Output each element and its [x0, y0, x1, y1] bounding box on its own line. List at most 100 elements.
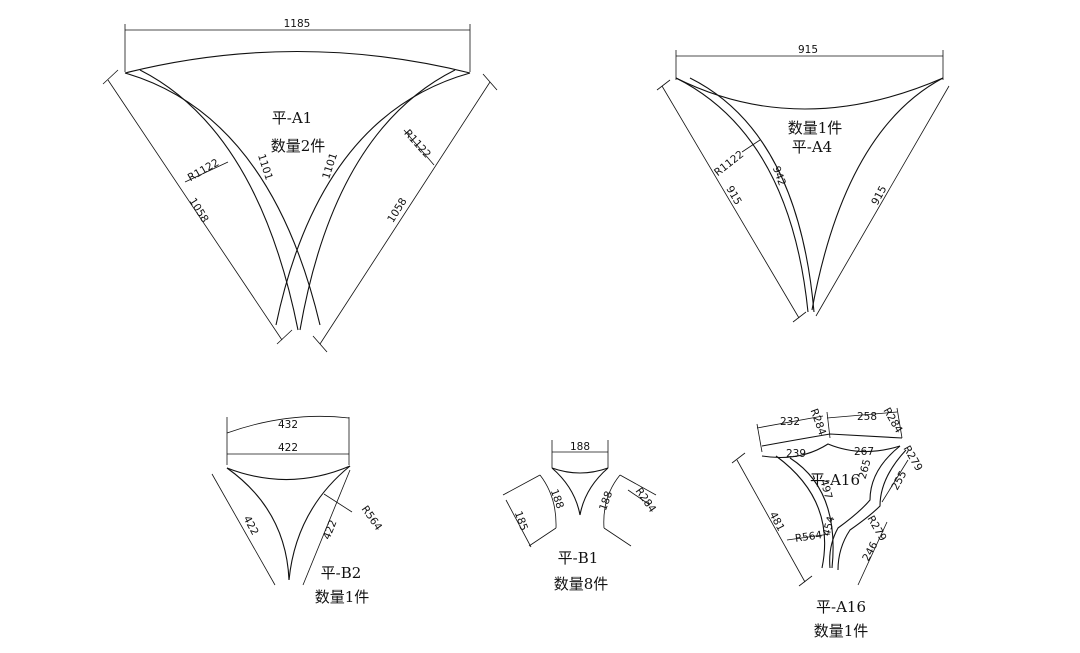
dim-a1-right-side: 1058 [385, 196, 409, 225]
outline-a16-right-arc-1 [829, 445, 901, 569]
part-b2-name: 平-B2 [321, 564, 362, 582]
outline-a16-left-arc-2 [775, 455, 826, 569]
dim-line-a4-left [661, 85, 800, 319]
part-a16-qty: 数量1件 [814, 622, 869, 640]
dim-b2-top-inner: 422 [278, 442, 298, 454]
leader-b1-radius [627, 489, 651, 506]
dim-ext-b1-left-bottom [528, 527, 557, 547]
dim-tick-a1-l1 [102, 69, 119, 85]
dim-a1-top: 1185 [284, 18, 311, 30]
dim-line-a16-481 [736, 459, 806, 583]
part-a16: 232 R284 258 R284 239 267 265 R279 255 4… [731, 406, 925, 640]
outline-a16-right-arc-2 [837, 449, 907, 571]
dim-line-b1-left [505, 499, 532, 548]
dim-a16-r284-a: R284 [808, 407, 829, 437]
dim-a16-258: 258 [857, 411, 877, 423]
dim-b1-right-inner: 188 [597, 490, 615, 513]
dim-b2-radius: R564 [359, 504, 385, 534]
outline-a16-top-outer [761, 433, 903, 447]
dim-ext-a16-1 [756, 423, 763, 453]
dim-b1-left-inner: 188 [548, 488, 566, 511]
dim-a16-497: 497 [818, 478, 835, 500]
dim-tick-a1-r2 [312, 335, 328, 353]
part-a1: 1185 R1122 1101 1101 R1122 1058 1058 平-A… [102, 18, 498, 353]
dim-a16-r284-b: R284 [881, 406, 905, 436]
dim-line-a1-left [107, 79, 283, 341]
dim-a16-454: 454 [821, 515, 838, 538]
dim-ext-b1-right-top [619, 474, 657, 496]
outline-a4-right [811, 77, 944, 311]
part-a4: 915 R1122 915 942 915 数量1件 平-A4 [656, 44, 950, 323]
dim-line-a16-258 [826, 411, 898, 419]
part-b1-qty: 数量8件 [554, 575, 609, 593]
dim-a16-481: 481 [767, 510, 787, 533]
dim-a16-267: 267 [854, 446, 874, 458]
dim-a4-right-side: 915 [869, 184, 889, 207]
dim-b2-top-outer: 432 [278, 419, 298, 431]
dim-a16-r564: R564 [794, 529, 823, 545]
part-a1-qty: 数量2件 [271, 137, 326, 155]
dim-a4-top: 915 [798, 44, 818, 56]
dim-arc-b1-left-inner [539, 474, 557, 529]
dim-b2-right-side: 422 [321, 518, 340, 541]
dim-a1-left-side: 1058 [186, 196, 210, 225]
outline-b1-right [579, 467, 609, 516]
dim-arc-b1-right-inner [603, 474, 621, 529]
leader-a4-radius [741, 139, 761, 153]
outline-b2-left [226, 467, 290, 581]
outline-a1-top [124, 51, 471, 74]
outline-a1-left-inner-1 [124, 72, 321, 326]
leader-b2-radius [323, 493, 353, 513]
outline-b1-top [551, 467, 609, 474]
outline-a16-top-inner [761, 443, 901, 459]
dim-a16-232: 232 [780, 416, 800, 428]
dim-a16-265: 265 [857, 458, 874, 480]
leader-a16-r564 [786, 533, 831, 541]
dim-a1-right-radius: R1122 [401, 127, 433, 160]
dim-tick-a4-l2 [792, 311, 807, 323]
dim-arc-b2-top-outer [226, 415, 350, 434]
outline-a4-top [675, 77, 944, 110]
dim-a16-r279: R279 [901, 444, 925, 474]
dim-line-b2-left [211, 473, 276, 586]
dim-a1-left-inner: 1101 [255, 153, 275, 182]
dim-line-a16-246 [857, 521, 888, 586]
dim-a4-inner: 942 [770, 165, 788, 188]
dim-tick-a16-481-a [731, 452, 746, 464]
dim-line-a16-232 [756, 415, 824, 429]
dim-b2-left-side: 422 [241, 514, 261, 537]
dim-a16-r279-b: R279 [865, 514, 889, 544]
part-a16-name: 平-A16 [816, 598, 866, 616]
dim-a1-left-radius: R1122 [186, 157, 221, 184]
part-b2: 432 422 422 422 R564 平-B2 数量1件 [211, 415, 385, 606]
dim-ext-b1-left-top [502, 474, 541, 496]
dim-ext-b1-right-bottom [603, 527, 632, 547]
outline-a4-left-1 [675, 77, 809, 313]
dim-b1-top: 188 [570, 441, 590, 453]
part-b2-qty: 数量1件 [315, 588, 370, 606]
dim-line-a4-right [815, 85, 950, 317]
dim-ext-a16-3 [896, 407, 903, 439]
dim-a1-right-inner: 1101 [320, 152, 340, 181]
dim-b1-left-side: 185 [512, 510, 530, 533]
outline-b2-top [226, 465, 351, 481]
dim-line-a1-right [319, 81, 491, 345]
outline-a16-left-arc-1 [789, 457, 834, 569]
part-a4-qty: 数量1件 [788, 119, 843, 137]
part-a1-name: 平-A1 [272, 109, 312, 127]
outline-a4-left-2 [689, 77, 815, 313]
dim-tick-a4-l1 [656, 79, 671, 91]
outline-a1-right-inner-1 [275, 72, 471, 326]
dim-tick-a1-l2 [276, 329, 293, 345]
dim-line-a16-255 [881, 459, 909, 503]
dim-tick-a16-481-b [798, 575, 813, 587]
outline-a1-right-inner-2 [299, 69, 456, 331]
outline-b2-right [288, 465, 351, 581]
dim-b1-radius: R284 [633, 486, 659, 516]
leader-a1-left-radius [184, 161, 229, 183]
dim-line-b2-right [302, 469, 351, 586]
dim-a16-255: 255 [889, 469, 909, 492]
dim-tick-a1-r1 [482, 73, 498, 91]
leader-a1-right-radius [403, 129, 435, 166]
